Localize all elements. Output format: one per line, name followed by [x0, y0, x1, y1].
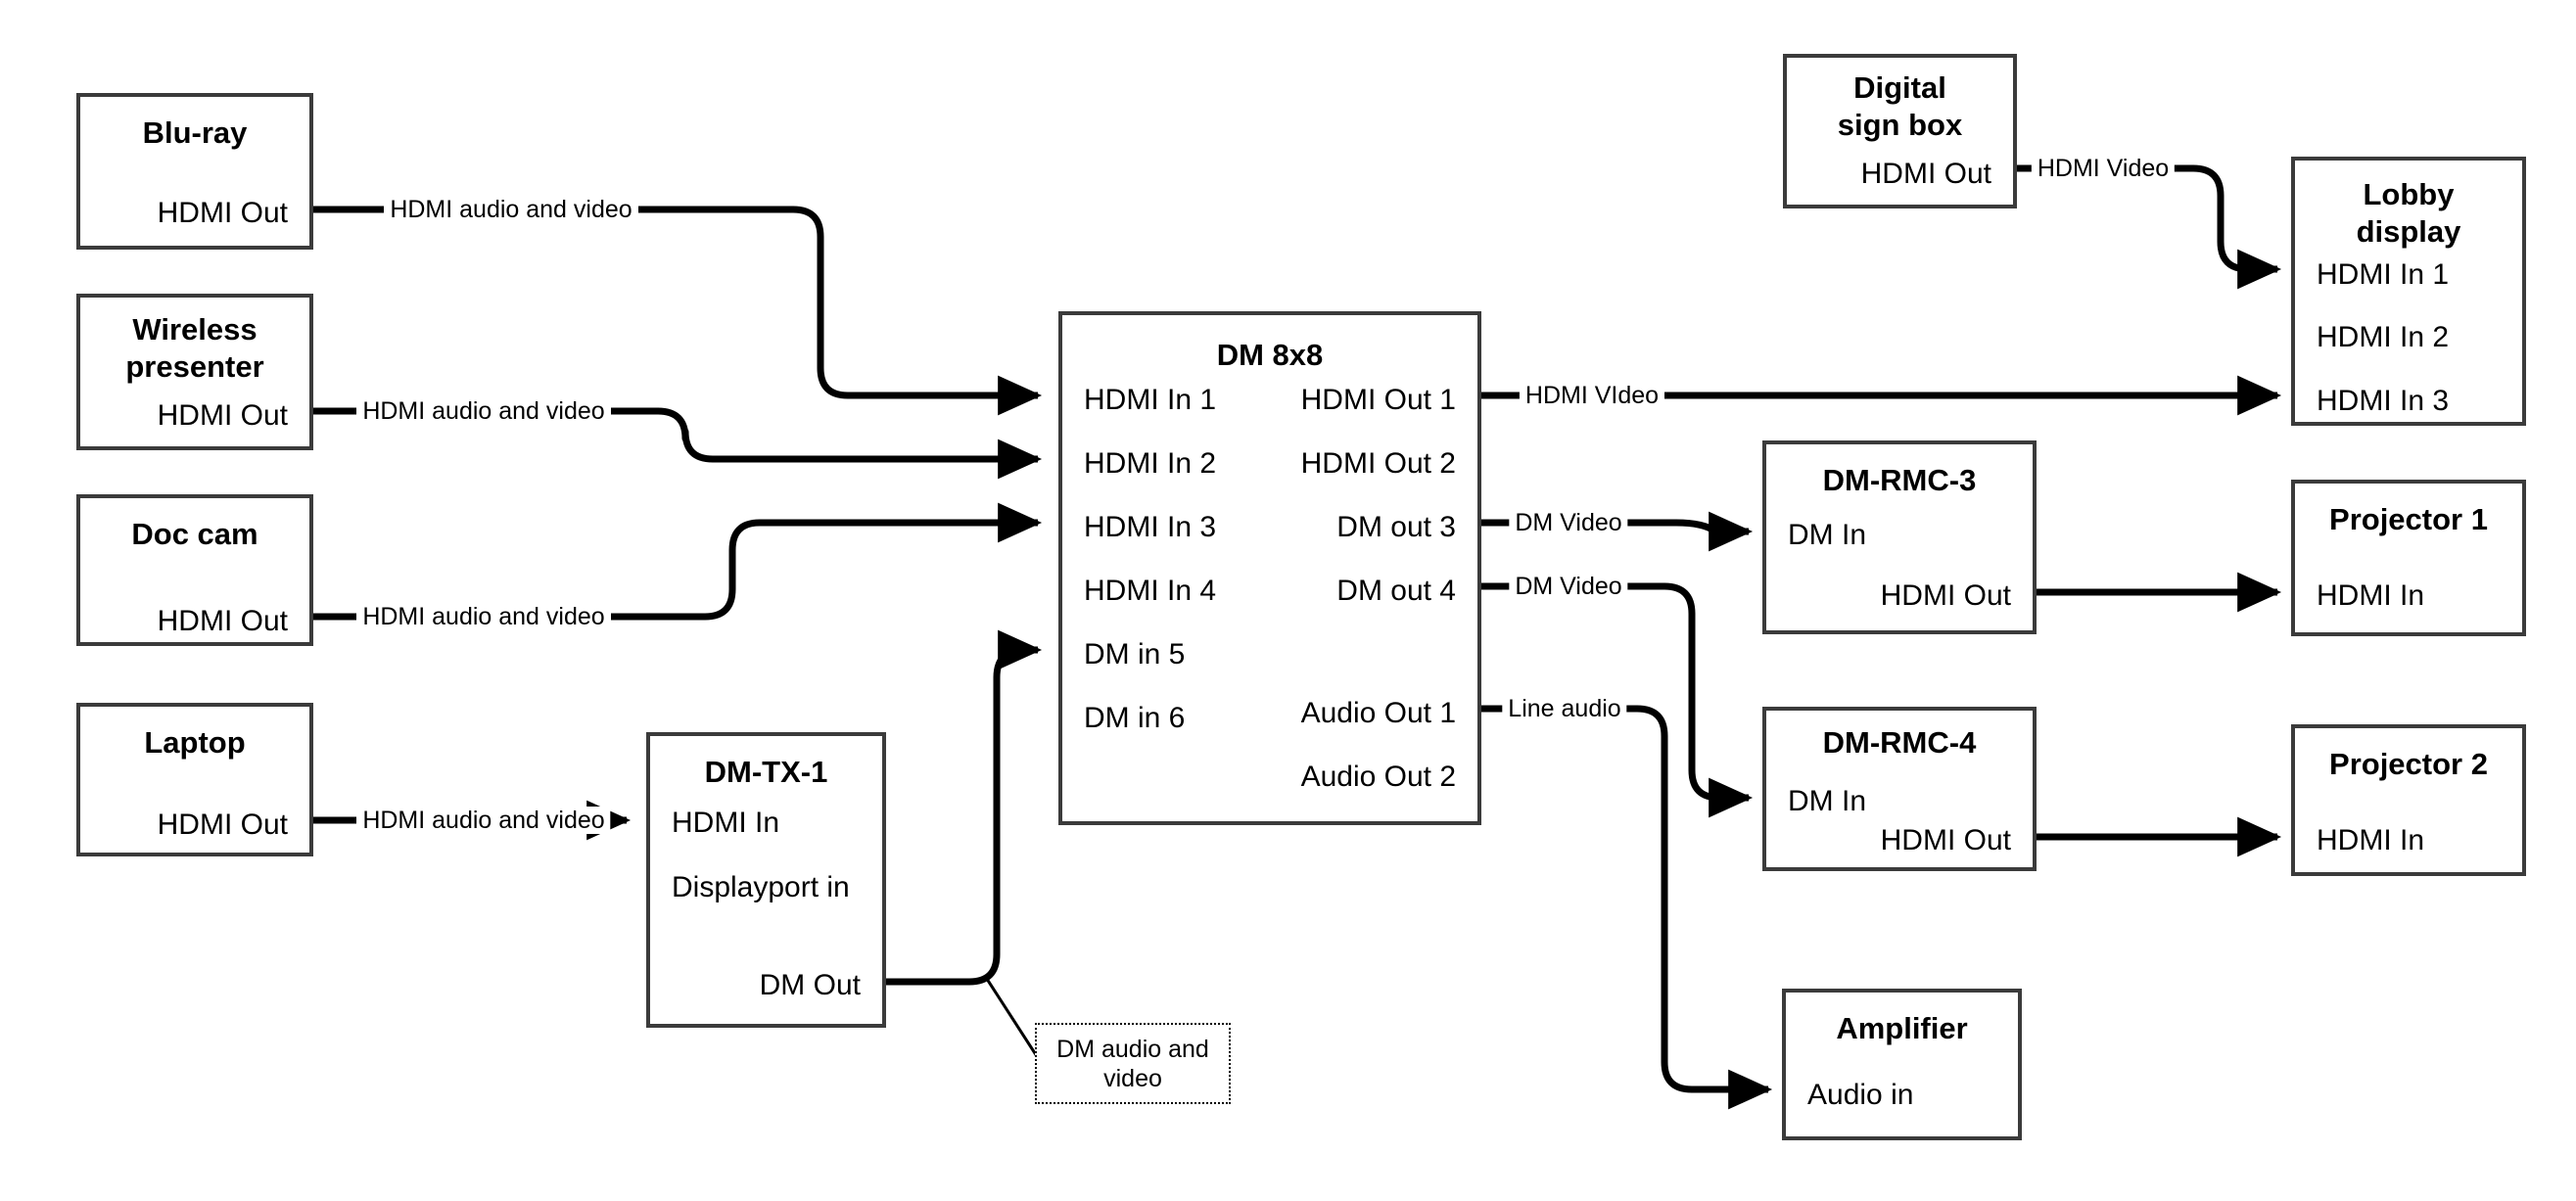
node-dm-8x8-port-dm-out-3: DM out 3 — [1336, 511, 1456, 543]
node-doc-cam-title: Doc cam — [131, 517, 258, 551]
node-bluray-port-hdmi-out: HDMI Out — [157, 197, 288, 229]
node-lobby-display-port-hdmi-in-2: HDMI In 2 — [2317, 321, 2450, 353]
node-laptop-title: Laptop — [144, 725, 246, 760]
node-doc-cam[interactable]: Doc cam HDMI Out — [76, 494, 313, 646]
node-dm-8x8-port-audio-out-1: Audio Out 1 — [1300, 697, 1456, 729]
node-doc-cam-port-hdmi-out: HDMI Out — [157, 605, 288, 637]
edge-label-laptop-to-dmtx1: HDMI audio and video — [356, 807, 611, 834]
node-dm-rmc-3-title: DM-RMC-3 — [1822, 463, 1977, 497]
node-digital-sign-box[interactable]: Digital sign box HDMI Out — [1783, 54, 2017, 208]
node-digital-sign-box-port-hdmi-out: HDMI Out — [1860, 158, 1991, 190]
node-laptop-port-hdmi-out: HDMI Out — [157, 808, 288, 841]
edge-label-dm-out4-to-rmc4: DM Video — [1509, 573, 1628, 600]
node-dm-8x8-port-hdmi-out-1: HDMI Out 1 — [1300, 384, 1456, 416]
node-dm-tx-1-title: DM-TX-1 — [704, 755, 828, 789]
node-projector-2-title: Projector 2 — [2329, 747, 2488, 781]
node-projector-1[interactable]: Projector 1 HDMI In — [2291, 480, 2526, 636]
node-dm-8x8-port-dm-in-6: DM in 6 — [1084, 702, 1186, 734]
edge-label-wireless-to-dm-in2: HDMI audio and video — [356, 397, 611, 425]
node-dm-8x8-port-hdmi-out-2: HDMI Out 2 — [1300, 447, 1456, 480]
edge-label-doccam-to-dm-in3: HDMI audio and video — [356, 603, 611, 630]
annotation-dm-audio-and-video: DM audio and video — [1035, 1023, 1231, 1104]
node-dm-rmc-3-port-dm-in: DM In — [1788, 519, 1867, 551]
node-dm-8x8-port-hdmi-in-2: HDMI In 2 — [1084, 447, 1217, 480]
node-dm-rmc-4[interactable]: DM-RMC-4 DM In HDMI Out — [1762, 707, 2037, 871]
node-wireless-presenter-port-hdmi-out: HDMI Out — [157, 399, 288, 432]
edge-label-audio1-to-amp: Line audio — [1502, 695, 1627, 722]
node-dm-rmc-3-port-hdmi-out: HDMI Out — [1880, 579, 2011, 612]
node-dm-8x8-port-audio-out-2: Audio Out 2 — [1300, 761, 1456, 793]
wire-dmtx1-to-dm-in5 — [886, 629, 1043, 986]
node-lobby-display-port-hdmi-in-1: HDMI In 1 — [2317, 258, 2450, 291]
node-dm-8x8-title: DM 8x8 — [1216, 338, 1324, 372]
node-dm-rmc-3[interactable]: DM-RMC-3 DM In HDMI Out — [1762, 440, 2037, 634]
node-amplifier-port-audio-in: Audio in — [1807, 1079, 1914, 1111]
node-dm-8x8-port-hdmi-in-1: HDMI In 1 — [1084, 384, 1217, 416]
node-wireless-presenter[interactable]: Wireless presenter HDMI Out — [76, 294, 313, 450]
node-dm-rmc-4-port-dm-in: DM In — [1788, 785, 1867, 817]
wire-bluray-to-dm-in1 — [313, 206, 1038, 395]
node-dm-8x8-port-hdmi-in-4: HDMI In 4 — [1084, 575, 1217, 607]
node-projector-2-port-hdmi-in: HDMI In — [2317, 824, 2425, 856]
node-dm-8x8-port-dm-out-4: DM out 4 — [1336, 575, 1456, 607]
node-lobby-display-title: Lobby display — [2356, 177, 2461, 249]
node-dm-rmc-4-port-hdmi-out: HDMI Out — [1880, 824, 2011, 856]
node-digital-sign-box-title: Digital sign box — [1837, 70, 1963, 142]
node-dm-8x8[interactable]: DM 8x8 HDMI In 1 HDMI In 2 HDMI In 3 HDM… — [1058, 311, 1481, 825]
node-amplifier-title: Amplifier — [1836, 1011, 1968, 1045]
node-dm-tx-1[interactable]: DM-TX-1 HDMI In Displayport in DM Out — [646, 732, 886, 1028]
edge-label-signbox-to-lobby: HDMI Video — [2031, 155, 2176, 182]
node-dm-tx-1-port-dm-out: DM Out — [759, 969, 861, 1001]
node-lobby-display-port-hdmi-in-3: HDMI In 3 — [2317, 385, 2450, 417]
wire-dm-audio1-to-amp — [1481, 705, 1768, 1089]
node-dm-rmc-4-title: DM-RMC-4 — [1822, 725, 1977, 760]
node-projector-1-title: Projector 1 — [2329, 502, 2488, 536]
node-lobby-display[interactable]: Lobby display HDMI In 1 HDMI In 2 HDMI I… — [2291, 157, 2526, 426]
node-dm-tx-1-port-hdmi-in: HDMI In — [672, 807, 780, 839]
wire-dm-out4-to-rmc4 — [1481, 582, 1749, 798]
node-projector-1-port-hdmi-in: HDMI In — [2317, 579, 2425, 612]
edge-label-bluray-to-dm-in1: HDMI audio and video — [384, 196, 638, 223]
edge-label-dm-out1-to-lobby: HDMI VIdeo — [1519, 382, 1665, 409]
node-bluray[interactable]: Blu-ray HDMI Out — [76, 93, 313, 250]
node-amplifier[interactable]: Amplifier Audio in — [1782, 989, 2022, 1140]
node-bluray-title: Blu-ray — [142, 115, 248, 150]
node-dm-8x8-port-hdmi-in-3: HDMI In 3 — [1084, 511, 1217, 543]
wire-signbox-to-lobby-in1 — [2017, 164, 2277, 269]
node-projector-2[interactable]: Projector 2 HDMI In — [2291, 724, 2526, 876]
node-laptop[interactable]: Laptop HDMI Out — [76, 703, 313, 856]
node-dm-8x8-port-dm-in-5: DM in 5 — [1084, 638, 1186, 670]
node-dm-tx-1-port-displayport-in: Displayport in — [672, 871, 850, 903]
edge-label-dm-out3-to-rmc3: DM Video — [1509, 509, 1628, 536]
node-wireless-presenter-title: Wireless presenter — [125, 312, 264, 384]
